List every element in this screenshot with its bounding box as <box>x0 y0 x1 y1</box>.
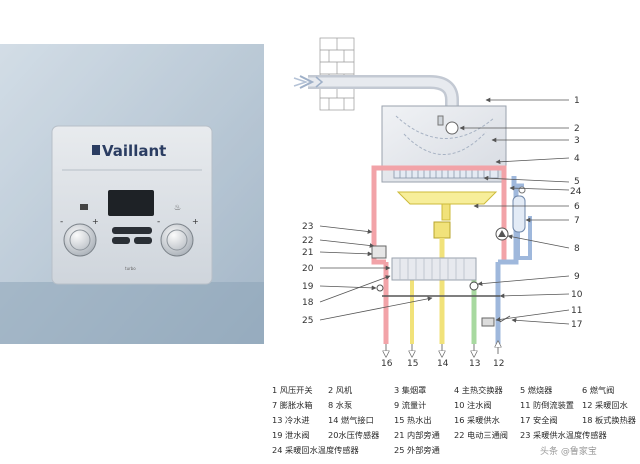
callout-numbers: 1 2 3 4 5 24 6 7 8 9 10 11 17 23 22 21 2… <box>302 96 583 330</box>
relief-valve-icon <box>518 186 526 194</box>
flow-meter-icon <box>469 281 479 291</box>
panel-button-1[interactable] <box>112 227 152 234</box>
callout-11: 11 <box>571 306 582 316</box>
legend-item: 23 采暖供水温度传感器 <box>520 430 607 440</box>
legend-item: 16 采暖供水 <box>454 415 500 425</box>
drain-valve-icon <box>376 284 384 292</box>
legend-item: 2 风机 <box>328 385 353 395</box>
callout-19: 19 <box>302 282 314 292</box>
panel-button-2[interactable] <box>112 237 130 244</box>
legend-item: 17 安全阀 <box>520 415 558 425</box>
callout-1: 1 <box>574 96 580 106</box>
outlet-16: 16 <box>381 359 393 369</box>
callout-20: 20 <box>302 264 314 274</box>
component-legend: 1 风压开关 2 风机 3 集烟罩 4 主热交换器 5 燃烧器 6 燃气阀 7 … <box>272 384 636 462</box>
pressure-switch-icon <box>437 115 444 126</box>
hot-water-knob[interactable] <box>160 223 194 257</box>
callout-10: 10 <box>571 290 583 300</box>
tap-icon: ♨ <box>174 203 181 212</box>
legend-item: 9 流量计 <box>394 400 427 410</box>
panel-button-3[interactable] <box>134 237 152 244</box>
legend-item: 15 热水出 <box>394 415 432 425</box>
callout-7: 7 <box>574 216 580 226</box>
callout-17: 17 <box>571 320 582 330</box>
legend-item: 24 采暖回水温度传感器 <box>272 445 359 455</box>
fan-icon <box>445 121 459 135</box>
legend-item: 4 主热交换器 <box>454 385 503 395</box>
callout-5: 5 <box>574 177 580 187</box>
lcd-display <box>108 190 154 216</box>
legend-item: 18 板式换热器 <box>582 415 636 425</box>
legend-item: 20水压传感器 <box>328 430 380 440</box>
callout-22: 22 <box>302 236 313 246</box>
gas-valve <box>433 221 451 239</box>
legend-item: 8 水泵 <box>328 400 353 410</box>
heating-knob[interactable] <box>63 223 97 257</box>
outlet-13: 13 <box>469 359 480 369</box>
plus-icon: + <box>192 217 199 226</box>
outlet-numbers: 16 15 14 13 12 <box>381 359 504 369</box>
radiator-icon <box>80 204 88 210</box>
outlet-15: 15 <box>407 359 418 369</box>
legend-item: 12 采暖回水 <box>582 400 628 410</box>
callout-24: 24 <box>570 187 582 197</box>
minus-icon: - <box>157 217 160 227</box>
minus-icon: - <box>60 217 63 227</box>
boiler-photo: Vaillant - + - + ♨ turbo <box>0 44 264 344</box>
brick-wall <box>319 37 355 111</box>
burner <box>396 191 498 221</box>
callout-18: 18 <box>302 298 314 308</box>
flue-pipe <box>293 75 459 114</box>
plate-heat-exchanger <box>391 257 477 281</box>
outlet-14: 14 <box>437 359 449 369</box>
legend-item: 11 防倒流装置 <box>520 400 574 410</box>
plus-icon: + <box>92 217 99 226</box>
heating-return-pipe <box>495 176 524 344</box>
callout-25: 25 <box>302 316 313 326</box>
legend-item: 6 燃气阀 <box>582 385 615 395</box>
callout-4: 4 <box>574 154 580 164</box>
legend-item: 10 注水阀 <box>454 400 492 410</box>
expansion-vessel <box>512 195 526 233</box>
brand-logo: Vaillant <box>102 142 166 160</box>
legend-item: 7 膨胀水箱 <box>272 400 313 410</box>
legend-item: 21 内部旁通 <box>394 430 440 440</box>
legend-item: 13 冷水进 <box>272 415 310 425</box>
outlet-arrows <box>386 344 498 354</box>
watermark: 头条 @鲁家宝 <box>540 447 597 457</box>
left-leaders <box>319 225 433 321</box>
callout-8: 8 <box>574 244 580 254</box>
legend-item: 19 泄水阀 <box>272 430 310 440</box>
safety-valve <box>481 317 495 327</box>
legend-item: 22 电动三通阀 <box>454 430 508 440</box>
callout-21: 21 <box>302 248 313 258</box>
callout-2: 2 <box>574 124 580 134</box>
callout-3: 3 <box>574 136 580 146</box>
legend-item: 14 燃气接口 <box>328 415 374 425</box>
legend-item: 1 风压开关 <box>272 385 313 395</box>
three-way-valve <box>371 245 387 259</box>
legend-item: 25 外部旁通 <box>394 445 440 455</box>
callout-9: 9 <box>574 272 580 282</box>
callout-6: 6 <box>574 202 580 212</box>
legend-item: 3 集烟罩 <box>394 385 427 395</box>
legend-item: 5 燃烧器 <box>520 385 553 395</box>
right-leaders <box>459 97 570 325</box>
outlet-12: 12 <box>493 359 504 369</box>
callout-23: 23 <box>302 222 313 232</box>
model-label: turbo <box>125 266 136 271</box>
boiler-schematic: 16 15 14 13 12 1 2 3 4 5 24 <box>293 37 583 369</box>
